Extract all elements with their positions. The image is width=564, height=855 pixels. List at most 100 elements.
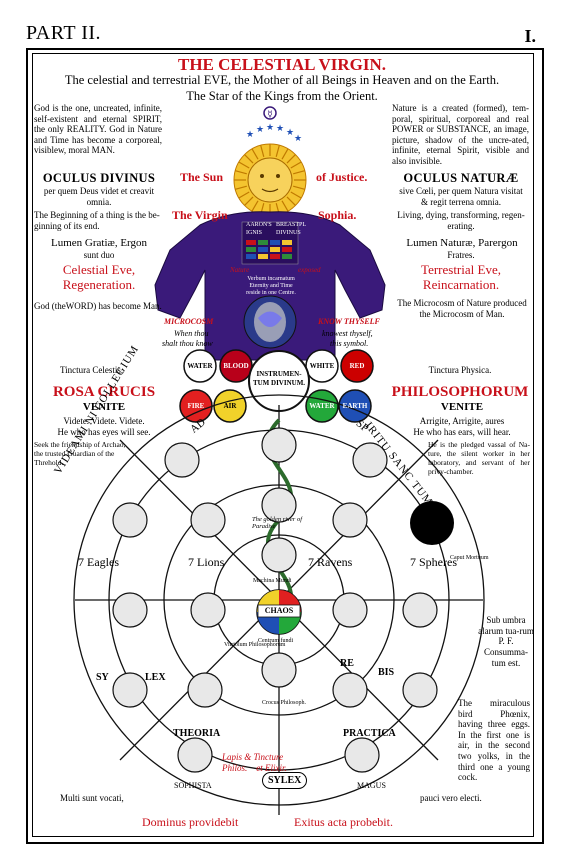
sun-ray <box>260 145 265 157</box>
subtitle-1: The celestial and terrestrial EVE, the M… <box>64 73 500 87</box>
label-water-left: WATER <box>187 362 213 370</box>
emblem-medallion <box>112 672 148 708</box>
lumen-naturae: Lumen Naturæ, Parergon <box>406 237 518 249</box>
label-practica: PRACTICA <box>343 728 396 739</box>
emblem-medallion <box>112 502 148 538</box>
oculus-divinus-title: OCULUS DIVINUS <box>42 171 156 185</box>
label-lapis: Lapis & Tincture <box>222 752 284 762</box>
label-centrum: Centrum fundi <box>258 638 294 644</box>
phoenix-text: The miraculous bird Phœnix, having three… <box>458 698 530 783</box>
nature-text: Nature is a created (formed), tem-poral,… <box>392 103 529 166</box>
tinctura-physica: Tinctura Physica. <box>428 365 492 375</box>
emblem-medallion <box>261 487 297 523</box>
globe-heart-icon <box>243 295 297 349</box>
label-sy: SY <box>96 672 109 683</box>
consummatum: Consumma-tum est. <box>484 647 528 668</box>
label-verbum: Verbum incarnatum <box>247 276 295 282</box>
label-justice: of Justice. <box>316 170 368 184</box>
emblem-medallion <box>332 672 368 708</box>
sun-ray <box>251 200 259 212</box>
emblem-medallion <box>261 537 297 573</box>
label-golden-river: The golden river of Paradise <box>252 516 303 530</box>
label-sun: The Sun <box>180 170 224 184</box>
multi-vocati: Multi sunt vocati, <box>60 793 124 803</box>
lumen-gratiae: Lumen Gratiæ, Ergon <box>50 237 148 249</box>
label-when: When thou <box>174 329 209 338</box>
label-instrumentum-2: TUM DIVINUM. <box>252 379 306 387</box>
label-microcosm: MICROCOSM <box>164 317 214 326</box>
sun-ray <box>275 145 280 157</box>
page-title: THE CELESTIAL VIRGIN. <box>177 55 386 74</box>
sun-ray <box>286 154 296 164</box>
label-air: AIR <box>223 402 237 410</box>
emblem-medallion <box>190 592 226 628</box>
subtitle-2: The Star of the Kings from the Orient. <box>186 89 378 103</box>
footer-right: Exitus acta probebit. <box>294 815 393 829</box>
he-who-eyes: He who has eyes will see. <box>57 427 151 437</box>
emblem-medallion <box>344 737 380 773</box>
breastplate-stone <box>282 240 292 245</box>
lumen-gratiae-sub: sunt duo <box>83 250 115 260</box>
breastplate-stone <box>282 247 292 252</box>
breastplate-stone <box>282 254 292 259</box>
emblem-medallion <box>261 652 297 688</box>
part-label: PART II. <box>26 22 102 44</box>
sun-ray <box>238 191 250 199</box>
label-chaos: CHAOS <box>264 606 294 615</box>
label-rebis-right: BIS <box>378 667 395 678</box>
label-breastpl: BREASTPL <box>276 222 307 228</box>
sub-umbra: Sub umbra alarum tua-rum <box>478 615 534 636</box>
label-philos: Philos. et Elixir. <box>222 763 287 773</box>
label-eternity: Eternity and Time <box>249 283 293 289</box>
emblem-medallion <box>190 502 226 538</box>
label-symbol: this symbol. <box>330 339 369 348</box>
black-sun-disc <box>410 501 454 545</box>
label-machina: Machina Mundi <box>253 578 292 584</box>
emblem-medallion <box>352 442 388 478</box>
label-magus: MAGUS <box>357 781 386 790</box>
svg-text:★: ★ <box>266 122 274 132</box>
medallions <box>112 427 438 773</box>
breastplate-stone <box>246 240 256 245</box>
label-theoria: THEORIA <box>173 728 221 739</box>
crown-stars: ☿ ★★★ ★★★ <box>246 106 302 143</box>
sun-ray <box>235 170 247 175</box>
rosa-crucis: ROSA CRUCIS <box>52 384 156 400</box>
living-text: Living, dying, transforming, regen-erati… <box>397 210 525 231</box>
venite-right: VENITE <box>440 401 484 413</box>
word-text: God (theWORD) has become Man. <box>34 301 162 311</box>
emblem-medallion <box>112 592 148 628</box>
label-lex: LEX <box>145 672 166 683</box>
terrestrial-eve: Terrestrial Eve, <box>421 262 501 277</box>
sun-ray <box>293 170 305 175</box>
label-sophia: Sophia. <box>318 208 357 222</box>
label-know-thyself: KNOW THYSELF <box>318 317 380 326</box>
svg-text:☿: ☿ <box>267 109 273 119</box>
label-reside: reside in one Centre. <box>246 290 296 296</box>
sun-ray <box>244 196 254 206</box>
breastplate-stone <box>270 254 280 259</box>
label-rebis-left: RE <box>340 658 354 669</box>
label-nature: Nature <box>230 266 250 274</box>
microcosm-text: The Microcosm of Nature produced the Mic… <box>397 298 527 319</box>
sun-ray <box>281 148 289 160</box>
label-water-right: WATER <box>309 402 335 410</box>
label-vitriolum: Vitriolum Philosophorum <box>224 642 286 648</box>
breastplate-stone <box>270 240 280 245</box>
emblem-medallion <box>177 737 213 773</box>
philosophorum: PHILOSOPHORUM <box>391 384 529 400</box>
emblem-medallion <box>332 592 368 628</box>
label-sylex: SYLEX <box>262 772 308 789</box>
venite-left: VENITE <box>82 401 126 413</box>
he-who-ears: He who has ears, will hear. <box>413 427 511 437</box>
label-ignis: IGNIS <box>246 230 262 236</box>
label-7-eagles: 7 Eagles <box>78 555 119 569</box>
sun-ray <box>293 185 305 190</box>
breastplate-stone <box>246 247 256 252</box>
god-text: God is the one, uncreated, infinite, sel… <box>34 103 162 156</box>
label-earth: EARTH <box>342 402 368 410</box>
label-exposed: exposed <box>298 266 321 274</box>
pledged-vassal: He is the pledged vassal of Na-ture, the… <box>428 440 530 476</box>
emblem-medallion <box>261 427 297 463</box>
